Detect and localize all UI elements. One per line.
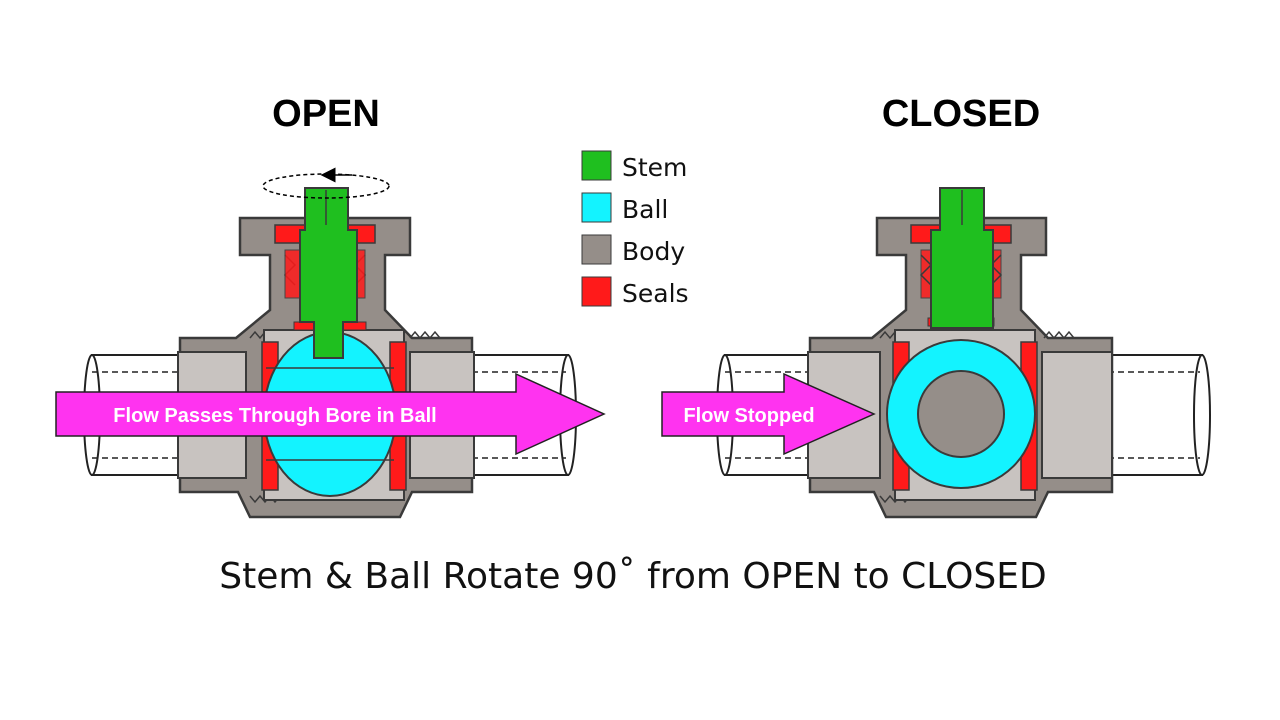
legend-label-ball: Ball bbox=[622, 195, 668, 224]
legend-swatch-stem bbox=[581, 150, 612, 181]
legend-item-stem: Stem bbox=[581, 150, 687, 182]
closed-valve: Flow Stopped bbox=[661, 187, 1211, 519]
open-flow-label: Flow Passes Through Bore in Ball bbox=[113, 405, 436, 427]
legend-label-stem: Stem bbox=[622, 153, 687, 182]
legend-item-seals: Seals bbox=[581, 276, 689, 308]
legend: Stem Ball Body Seals bbox=[581, 150, 689, 308]
legend-swatch-ball bbox=[581, 192, 612, 223]
closed-right-pipe bbox=[1107, 354, 1211, 476]
open-valve: Flow Passes Through Bore in Ball bbox=[55, 167, 606, 519]
caption: Stem & Ball Rotate 90˚ from OPEN to CLOS… bbox=[219, 556, 1046, 597]
legend-item-ball: Ball bbox=[581, 192, 668, 224]
closed-flow-arrow bbox=[661, 372, 876, 456]
closed-stem bbox=[930, 187, 994, 329]
legend-swatch-body bbox=[581, 234, 612, 265]
legend-item-body: Body bbox=[581, 234, 685, 266]
closed-flow-label: Flow Stopped bbox=[683, 405, 814, 427]
closed-title: CLOSED bbox=[882, 93, 1040, 135]
open-stem bbox=[299, 187, 358, 359]
open-title: OPEN bbox=[272, 93, 380, 135]
legend-label-seals: Seals bbox=[622, 279, 689, 308]
open-flow-arrow bbox=[55, 372, 606, 456]
legend-label-body: Body bbox=[622, 237, 685, 266]
closed-ball-bore bbox=[917, 370, 1005, 458]
legend-swatch-seals bbox=[581, 276, 612, 307]
closed-right-end-connector bbox=[1041, 351, 1113, 479]
